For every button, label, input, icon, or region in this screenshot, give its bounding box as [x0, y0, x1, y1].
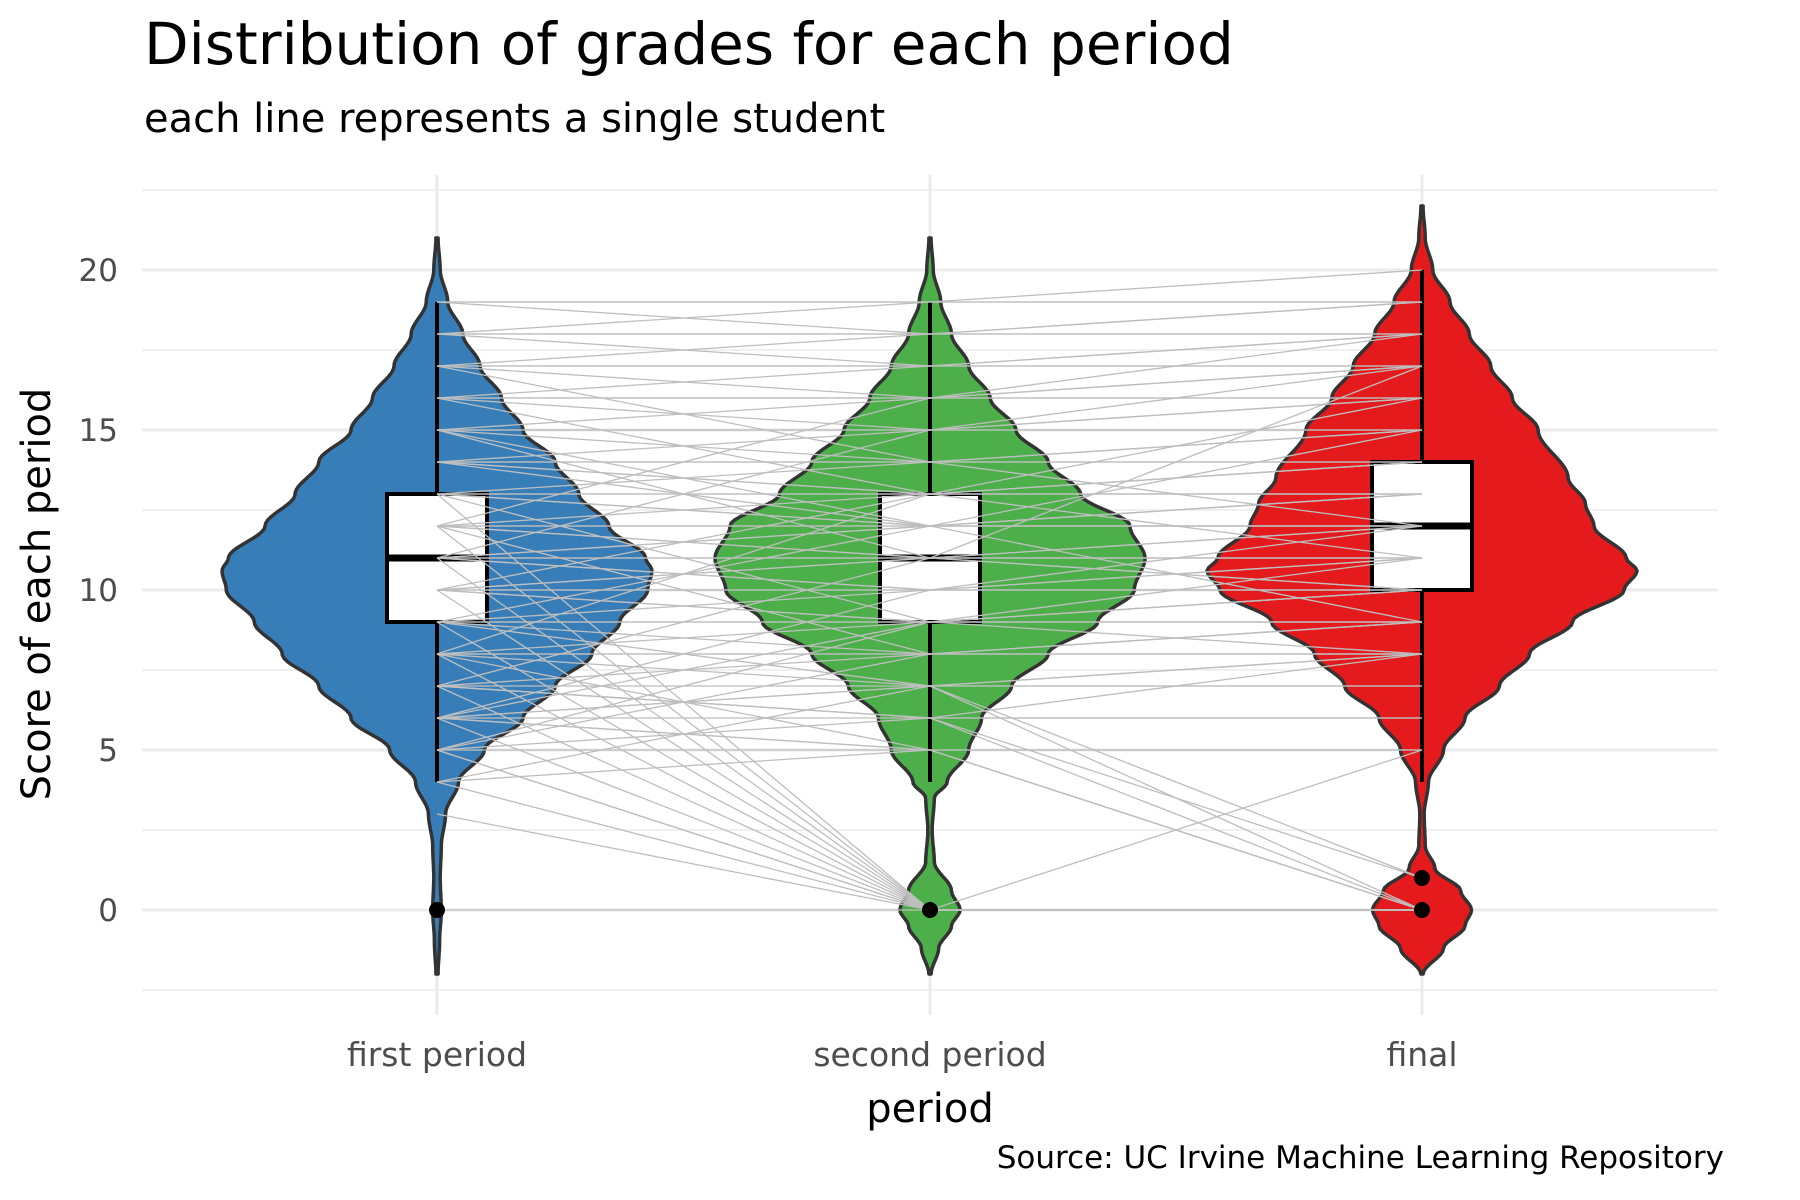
- student-line: [436, 333, 1423, 367]
- student-line: [436, 653, 1423, 719]
- outlier-point: [429, 902, 445, 918]
- outlier-point: [1414, 870, 1430, 886]
- chart-caption: Source: UC Irvine Machine Learning Repos…: [996, 1140, 1724, 1176]
- y-axis-title: Score of each period: [14, 388, 60, 801]
- student-line: [436, 365, 1423, 559]
- y-tick-label: 15: [79, 413, 118, 449]
- student-line: [436, 525, 1423, 719]
- x-axis-ticks: first period second period final: [347, 1035, 1458, 1074]
- y-tick-label: 5: [98, 733, 118, 769]
- student-lines: [436, 269, 1423, 911]
- student-line: [436, 365, 1423, 687]
- outlier-point: [1414, 902, 1430, 918]
- y-tick-label: 0: [98, 893, 118, 929]
- student-line: [436, 301, 1423, 335]
- outlier-point: [922, 902, 938, 918]
- student-line: [436, 653, 1423, 783]
- student-line: [436, 557, 1423, 751]
- y-tick-label: 20: [79, 253, 118, 289]
- student-line: [436, 717, 1422, 751]
- student-line: [436, 525, 1422, 655]
- x-tick-label: second period: [813, 1035, 1046, 1074]
- y-axis-ticks: 0 5 10 15 20: [79, 253, 118, 929]
- x-tick-label: first period: [347, 1035, 527, 1074]
- x-tick-label: final: [1386, 1035, 1457, 1074]
- chart-title: Distribution of grades for each period: [144, 10, 1234, 78]
- y-tick-label: 10: [79, 573, 118, 609]
- chart-subtitle: each line represents a single student: [144, 96, 886, 142]
- outlier-points: [429, 870, 1430, 918]
- student-line: [436, 301, 1422, 335]
- student-line: [436, 429, 1422, 527]
- x-axis-title: period: [866, 1086, 993, 1132]
- student-line: [436, 365, 1423, 527]
